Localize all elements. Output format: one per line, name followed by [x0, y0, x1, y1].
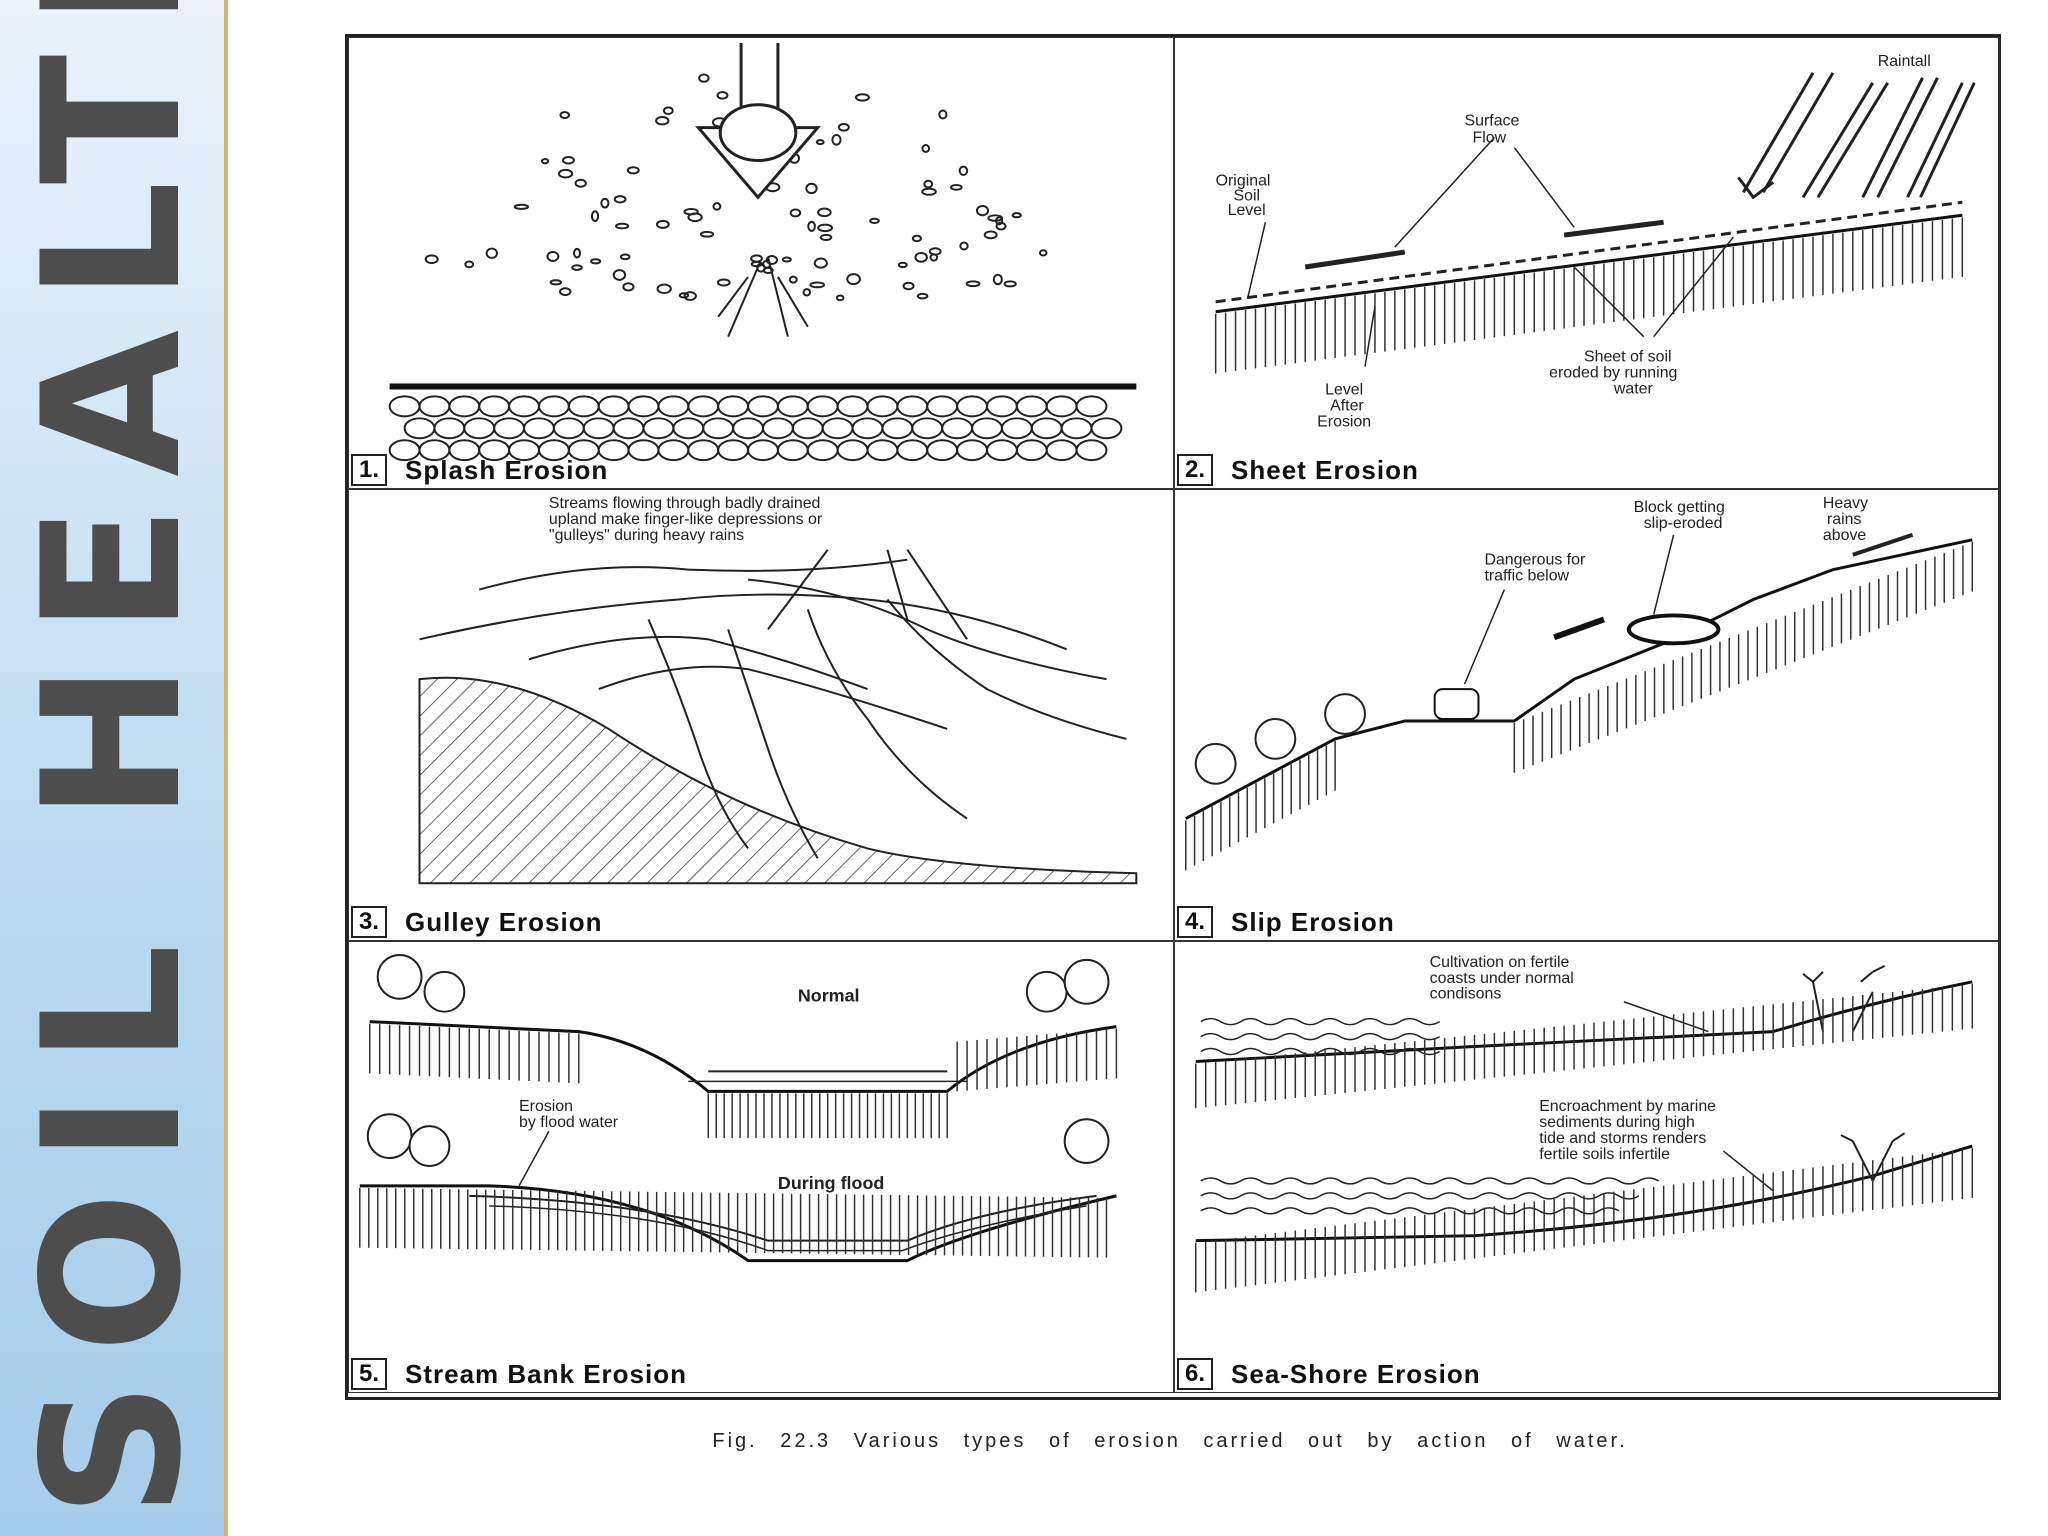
label-cultivation: Cultivation on fertile	[1430, 954, 1570, 971]
panel-title: Slip Erosion	[1231, 906, 1395, 937]
panel-stream-bank-erosion: Normal Erosion by flood water During flo…	[348, 941, 1174, 1393]
label-level-after: Level	[1325, 381, 1363, 398]
label-above: above	[1823, 527, 1866, 544]
label-streams-3: "gulleys" during heavy rains	[549, 527, 744, 544]
label-sheet-of-soil: Sheet of soil	[1584, 349, 1672, 366]
panel-gulley-erosion: Streams flowing through badly drained up…	[348, 489, 1174, 941]
label-sediments: sediments during high	[1539, 1114, 1695, 1131]
slip-erosion-illustration: Block getting slip-eroded Heavy rains ab…	[1185, 495, 1974, 871]
label-soil: Soil	[1234, 187, 1261, 204]
sidebar	[0, 0, 226, 1536]
vertical-title: SOIL HEALTH	[2, 0, 223, 1518]
figure-caption: Fig. 22.3 Various types of erosion carri…	[712, 1430, 1628, 1452]
sidebar-divider	[224, 0, 228, 1536]
label-eroded-by-running: eroded by running	[1549, 364, 1677, 381]
panel-number: 4.	[1177, 906, 1214, 938]
label-flow: Flow	[1473, 130, 1507, 147]
label-during-flood: During flood	[778, 1173, 884, 1193]
label-original: Original	[1216, 172, 1271, 189]
label-fertile-soils: fertile soils infertile	[1539, 1146, 1670, 1163]
label-streams-2: upland make finger-like depressions or	[549, 511, 823, 528]
sheet-erosion-illustration: Raintall Surface Flow Original Soil Leve…	[1214, 53, 1976, 430]
label-raintall: Raintall	[1878, 53, 1931, 70]
label-after: After	[1330, 397, 1364, 414]
panel-number: 3.	[351, 906, 388, 938]
label-encroachment: Encroachment by marine	[1539, 1098, 1716, 1115]
label-rains: rains	[1827, 511, 1862, 528]
label-dangerous-for: Dangerous for	[1484, 552, 1585, 569]
panel-title: Sheet Erosion	[1231, 454, 1419, 485]
panel-title: Stream Bank Erosion	[405, 1358, 687, 1389]
sea-shore-erosion-illustration: Cultivation on fertile coasts under norm…	[1194, 954, 1974, 1293]
panel-splash-erosion: 1. Splash Erosion	[348, 37, 1174, 489]
label-surface: Surface	[1465, 113, 1520, 130]
label-heavy: Heavy	[1823, 495, 1868, 512]
label-erosion: Erosion	[1317, 413, 1371, 430]
panel-title: Splash Erosion	[405, 454, 609, 485]
label-traffic-below: traffic below	[1484, 568, 1569, 585]
label-condisons: condisons	[1430, 986, 1502, 1003]
panel-number: 5.	[351, 1358, 388, 1390]
label-by-flood-water: by flood water	[519, 1114, 619, 1131]
splash-erosion-illustration	[388, 42, 1137, 462]
label-normal: Normal	[798, 986, 860, 1006]
label-block-getting: Block getting	[1634, 499, 1725, 516]
stream-bank-erosion-illustration: Normal Erosion by flood water During flo…	[359, 953, 1118, 1263]
panel-number: 6.	[1177, 1358, 1214, 1390]
label-erosion: Erosion	[519, 1098, 573, 1115]
label-coasts-under-normal: coasts under normal	[1430, 970, 1574, 987]
panel-number: 2.	[1177, 454, 1214, 486]
panel-number: 1.	[351, 454, 388, 486]
label-streams-1: Streams flowing through badly drained	[549, 495, 820, 512]
panel-slip-erosion: Block getting slip-eroded Heavy rains ab…	[1174, 489, 2000, 941]
gulley-erosion-illustration: Streams flowing through badly drained up…	[418, 495, 1138, 885]
label-water: water	[1613, 380, 1654, 397]
label-tide-and-storms: tide and storms renders	[1539, 1130, 1706, 1147]
panel-title: Sea-Shore Erosion	[1231, 1358, 1481, 1389]
panel-sea-shore-erosion: Cultivation on fertile coasts under norm…	[1174, 941, 2000, 1393]
panel-title: Gulley Erosion	[405, 906, 603, 937]
erosion-figure: 1. Splash Erosion Raintall Surface Flow O…	[345, 34, 2001, 1400]
panel-sheet-erosion: Raintall Surface Flow Original Soil Leve…	[1174, 37, 2000, 489]
label-slip-eroded: slip-eroded	[1644, 515, 1723, 532]
label-level: Level	[1228, 202, 1266, 219]
